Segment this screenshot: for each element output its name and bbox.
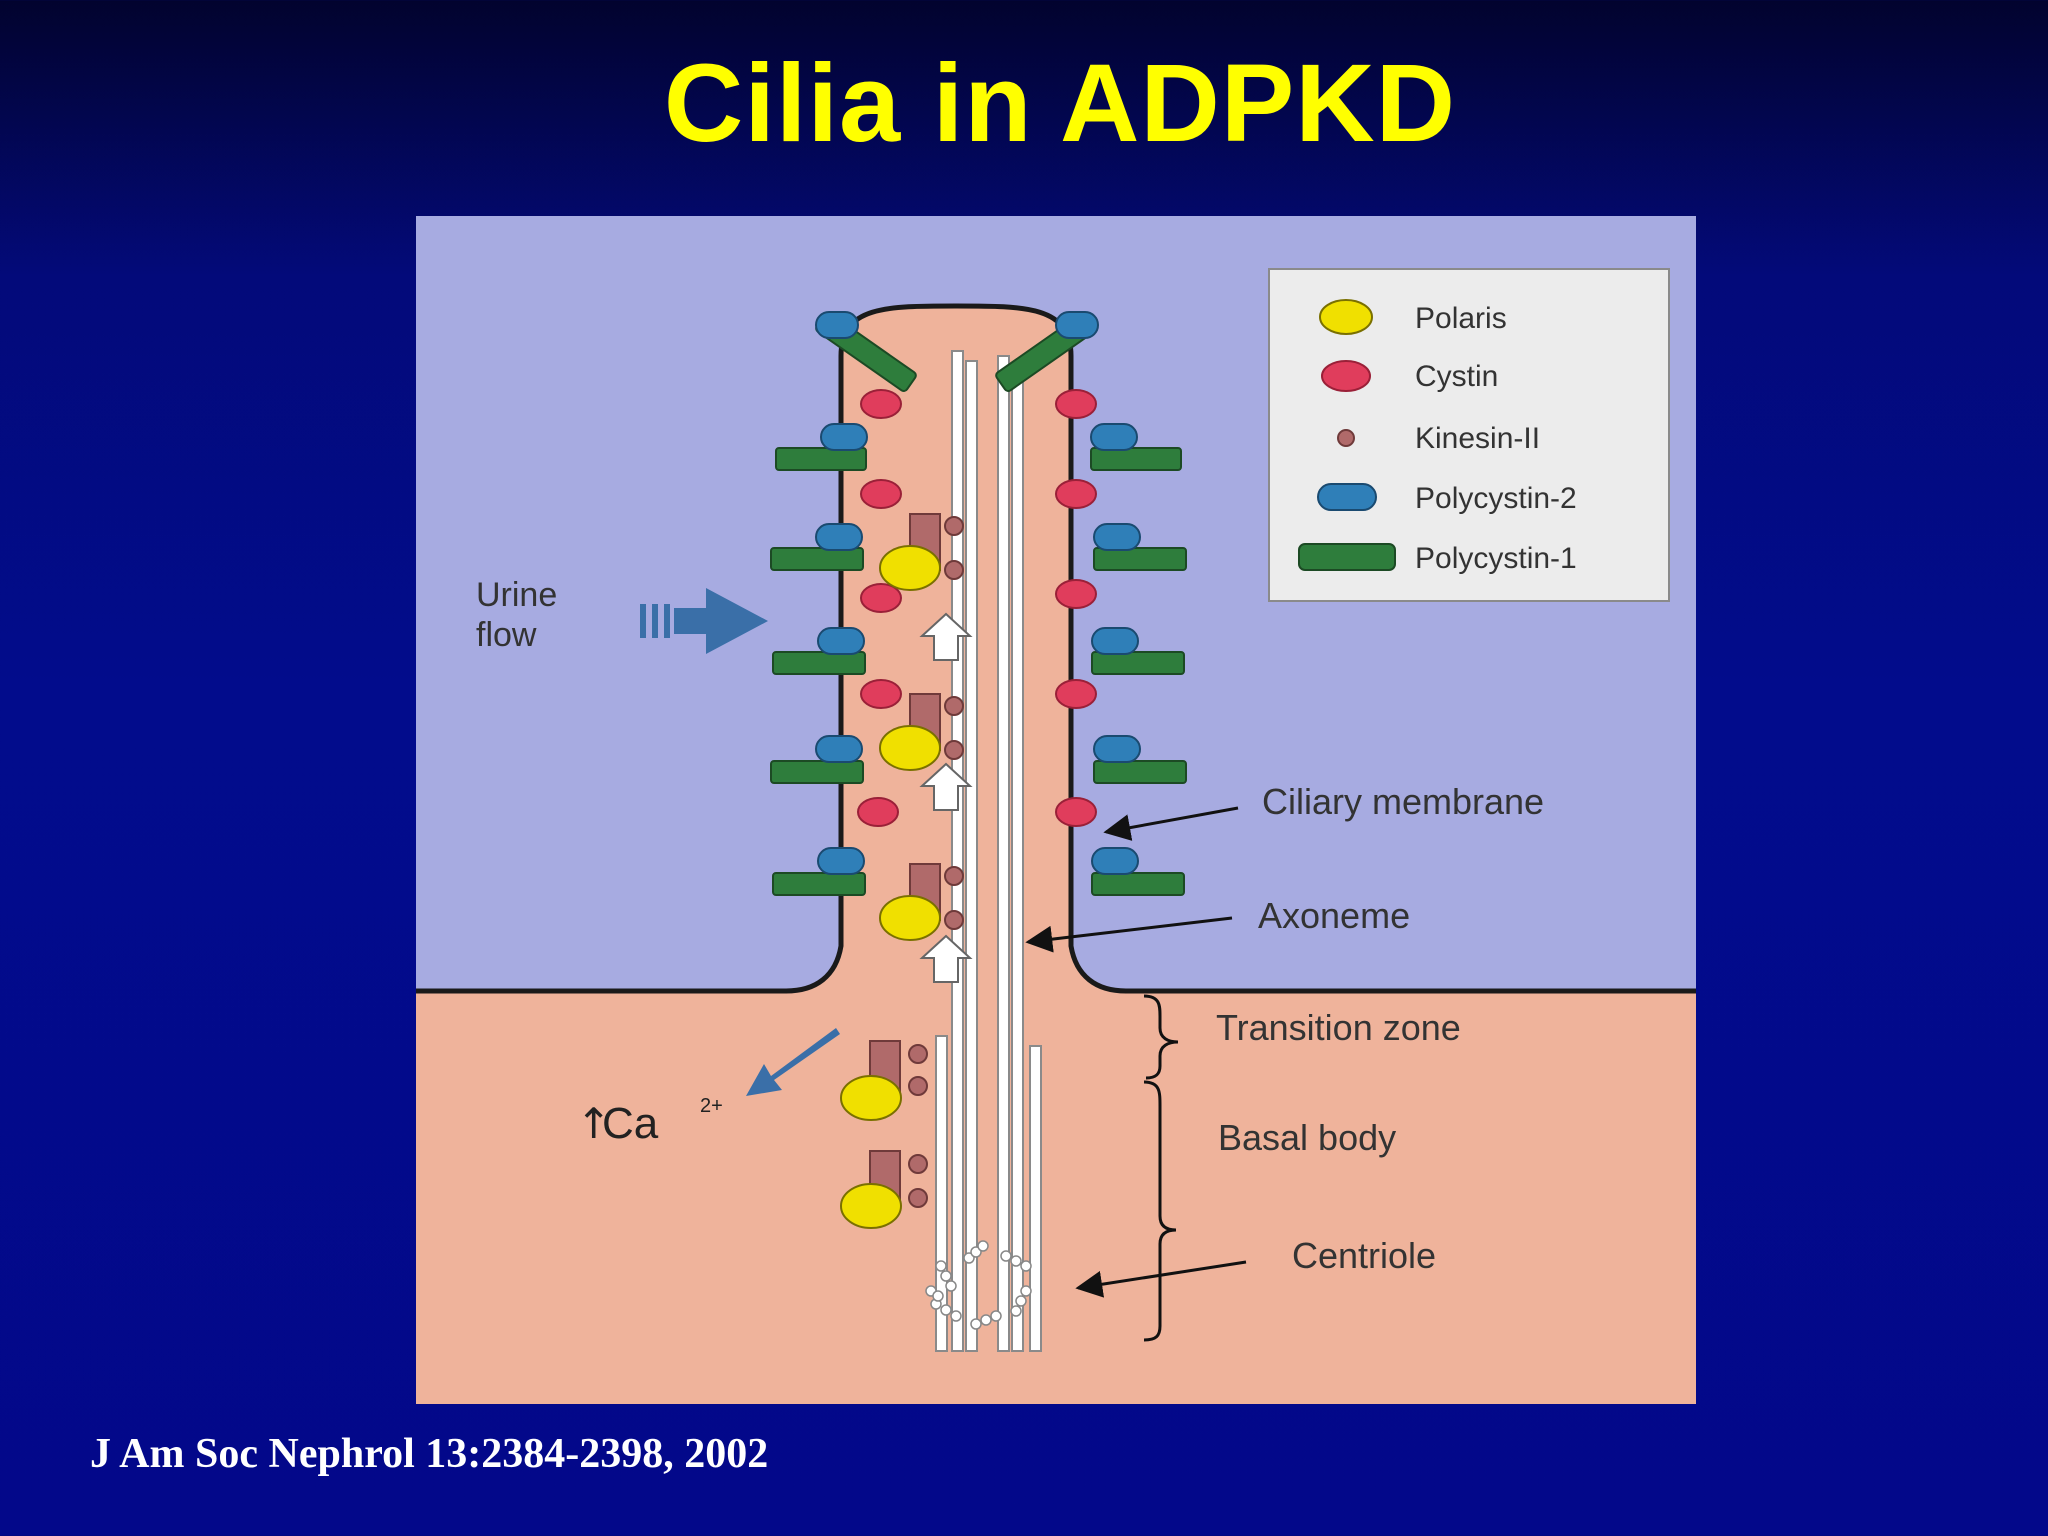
- calcium-superscript: 2+: [700, 1095, 723, 1117]
- calcium-efflux-arrow: [746, 1028, 840, 1096]
- legend-label-polycystin-2: Polycystin-2: [1415, 482, 1577, 515]
- transition-zone-brace: [1143, 994, 1179, 1080]
- cystin-proteins: [857, 389, 1097, 827]
- cilium-body: [416, 306, 1696, 1404]
- basal-body-label: Basal body: [1218, 1117, 1396, 1158]
- legend-label-polaris: Polaris: [1415, 302, 1507, 335]
- polycystin-left-side: [770, 423, 868, 896]
- calcium-up-arrow-icon: ↑: [576, 1099, 611, 1148]
- basal-body-brace-final: [1143, 1080, 1177, 1342]
- transport-arrows: [919, 612, 973, 983]
- centriole-label: Centriole: [1292, 1235, 1436, 1276]
- polycystin-top-left: [815, 311, 917, 392]
- polycystin-right-side: [1090, 423, 1187, 896]
- kinesin-polaris-complexes: [840, 513, 964, 1229]
- kinesin-legend-icon: [1337, 429, 1355, 447]
- legend-label-kinesin: Kinesin-II: [1415, 422, 1540, 455]
- polaris-legend-icon: [1319, 299, 1373, 335]
- citation: J Am Soc Nephrol 13:2384-2398, 2002: [90, 1431, 769, 1477]
- flow-label: flow: [476, 616, 537, 654]
- urine-label: Urine: [476, 576, 557, 614]
- polycystin-top-right: [995, 311, 1099, 392]
- legend-label-cystin: Cystin: [1415, 360, 1498, 393]
- ciliary-membrane-outline: [416, 303, 1696, 994]
- axoneme-pointer: [1025, 916, 1233, 953]
- legend-label-polycystin-1: Polycystin-1: [1415, 542, 1577, 575]
- axoneme-label: Axoneme: [1258, 895, 1410, 936]
- cystin-legend-icon: [1321, 360, 1371, 392]
- polycystin2-legend-icon: [1317, 483, 1377, 511]
- centriole: [925, 1240, 1032, 1330]
- legend: Polaris Cystin Kinesin-II Polycystin-2 P…: [1268, 268, 1670, 602]
- urine-flow-arrow: [640, 588, 768, 654]
- centriole-pointer: [1075, 1260, 1247, 1298]
- transition-zone-label: Transition zone: [1216, 1007, 1461, 1048]
- cilia-diagram: Urine flow ↑ Ca 2+ Ciliary membrane Axon…: [416, 216, 1696, 1404]
- ciliary-membrane-label: Ciliary membrane: [1262, 781, 1544, 822]
- ciliary-membrane-pointer: [1103, 806, 1239, 841]
- calcium-label: Ca: [602, 1099, 659, 1148]
- slide-title: Cilia in ADPKD: [663, 42, 1457, 165]
- axoneme: [935, 350, 1042, 1352]
- polycystin1-legend-icon: [1298, 543, 1396, 571]
